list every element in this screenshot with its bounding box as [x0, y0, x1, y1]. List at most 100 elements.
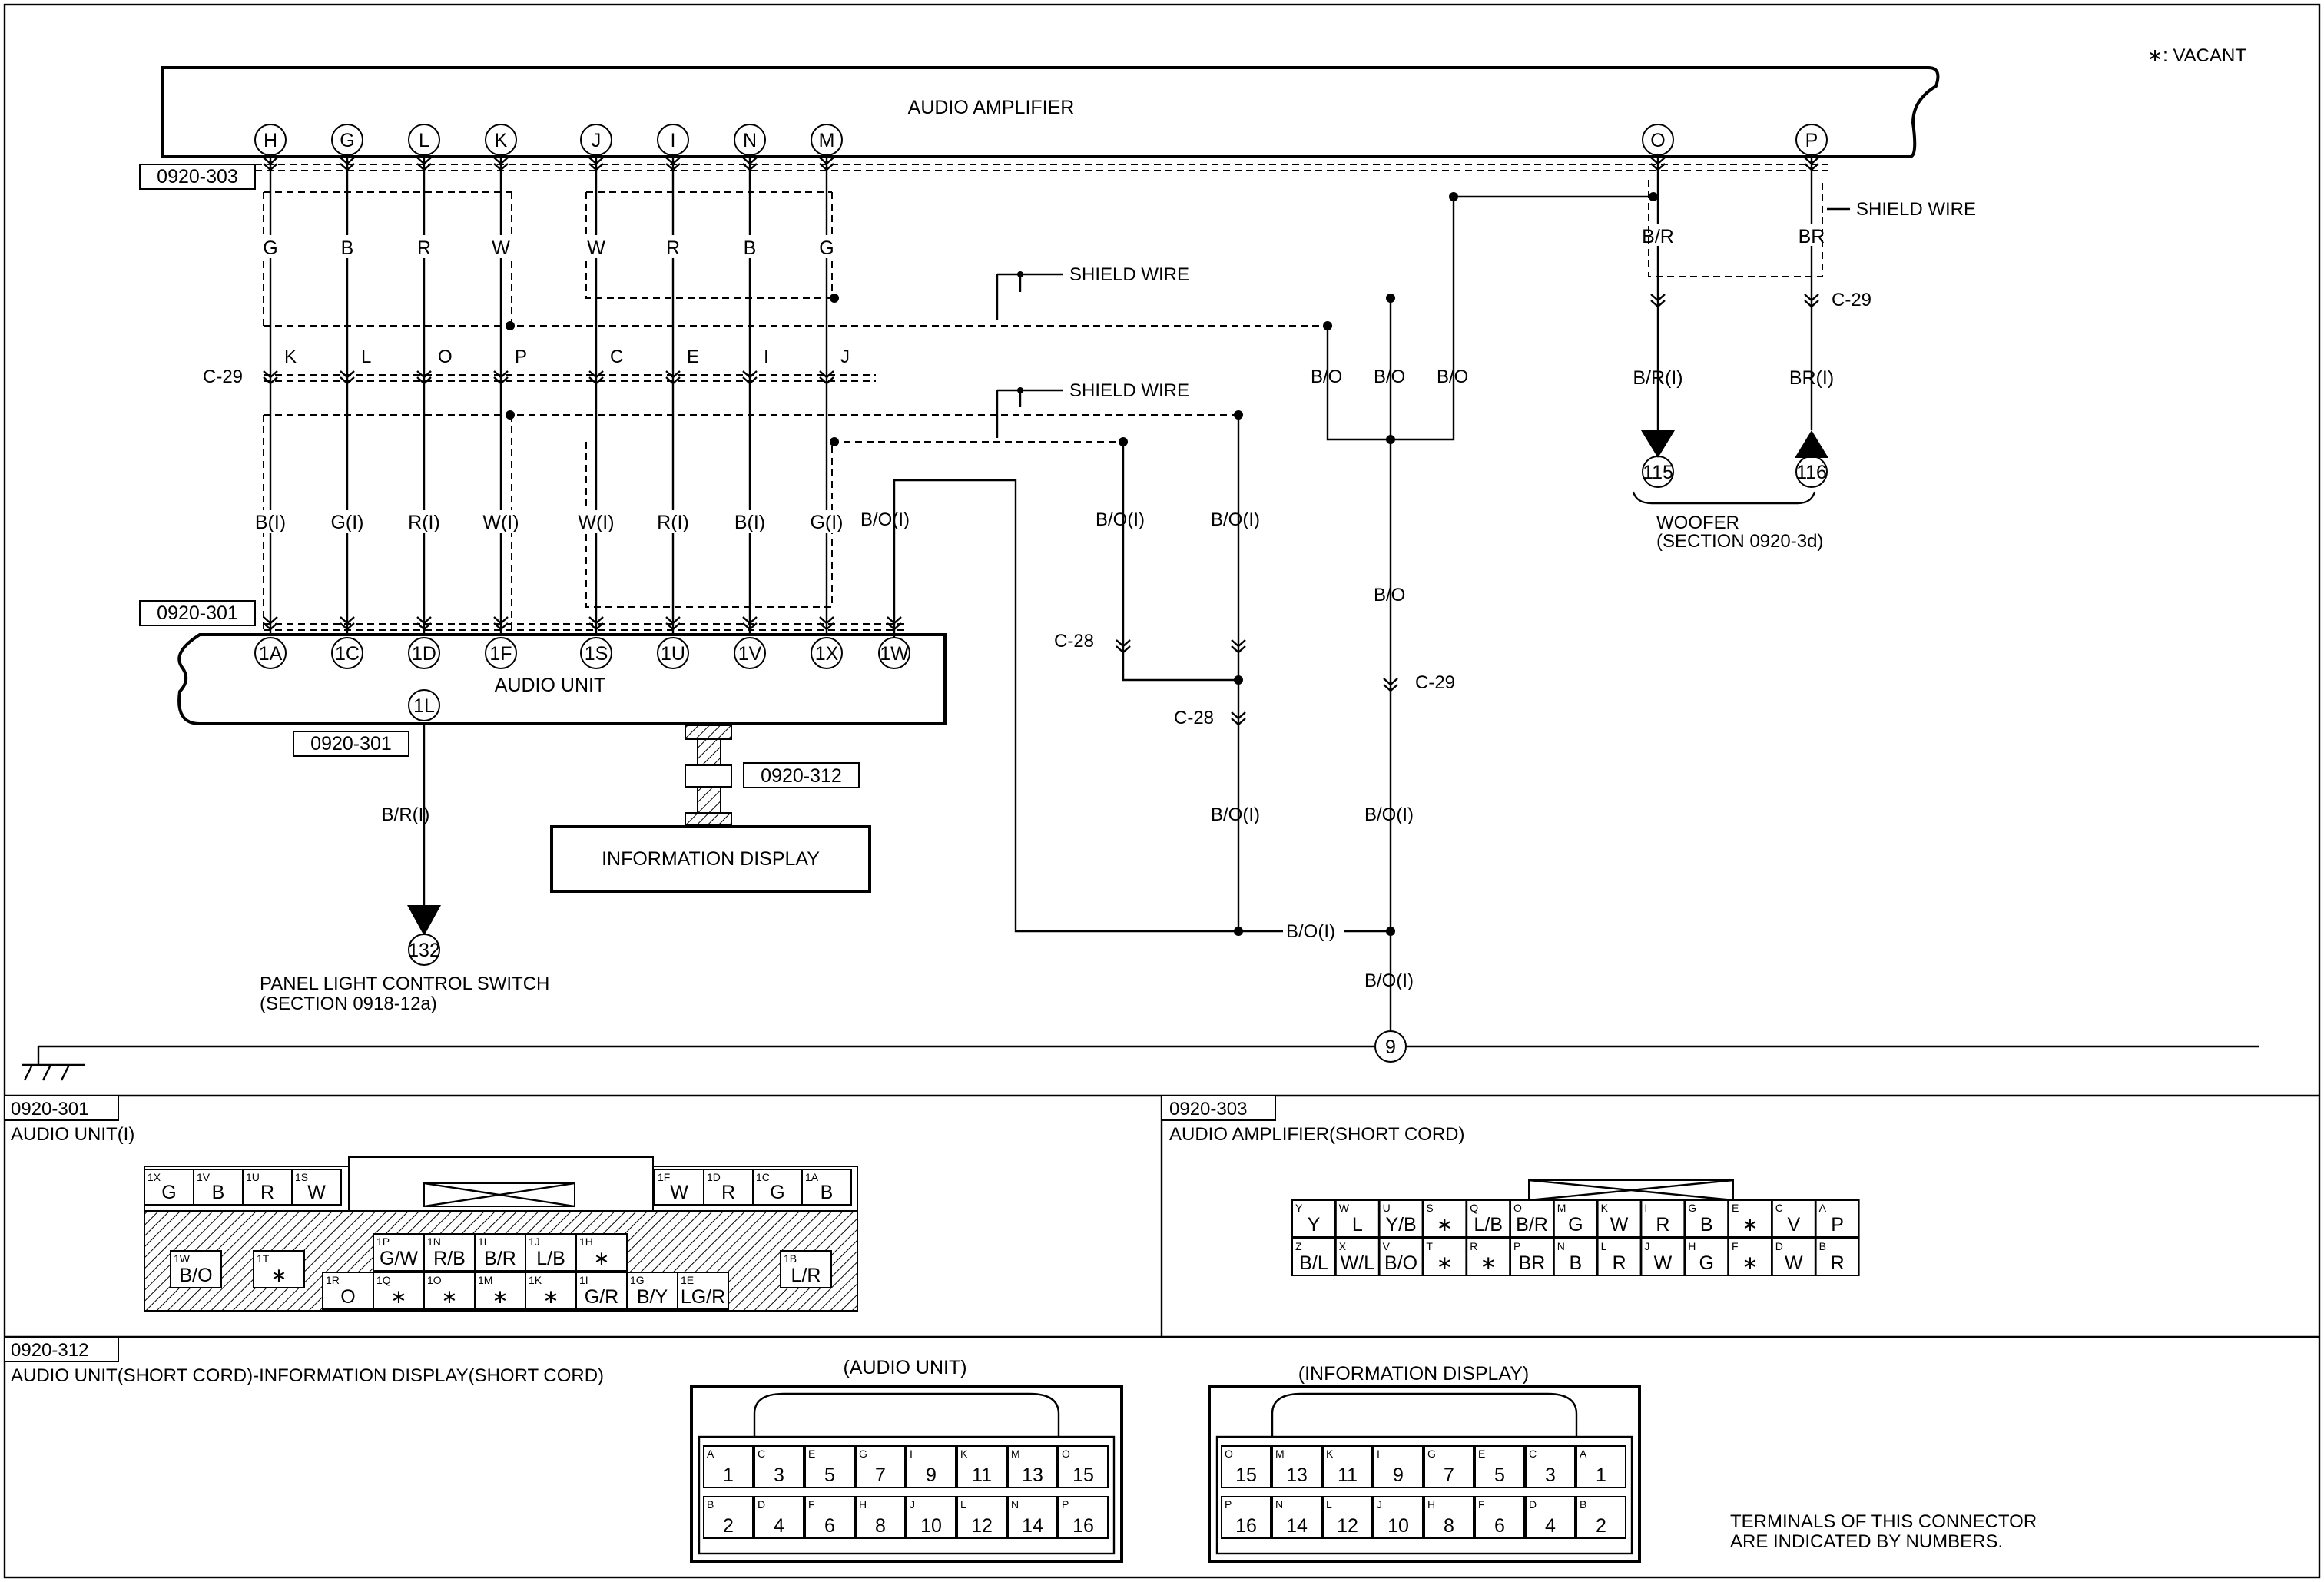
sec303-r1-8-pin: I — [1644, 1202, 1647, 1214]
sec301-tr-0-color: W — [670, 1182, 688, 1203]
sec303-r1-12-pin: A — [1819, 1202, 1827, 1214]
sec301-tl-2-pin: 1U — [246, 1171, 260, 1183]
sec301-mid-4-box — [575, 1233, 628, 1272]
sec303-r2-6-pin: N — [1557, 1240, 1565, 1252]
display-plug-neck — [697, 738, 721, 766]
sec303-r2-9-pin: H — [1688, 1240, 1696, 1252]
sec303-r2-8-color: W — [1654, 1252, 1673, 1274]
amp-right-terminal-label-0: O — [1650, 130, 1665, 151]
unit-chevron-4 — [588, 616, 604, 631]
woofer-bracket — [1632, 491, 1816, 505]
sec312-left-r2-2-pin: F — [808, 1498, 815, 1511]
sec303-r2-12-box — [1815, 1238, 1860, 1276]
connector-0920-301-tag — [139, 600, 256, 626]
sec301-bot-0-color: O — [340, 1286, 355, 1308]
sec312-right-r2-2-box — [1322, 1496, 1373, 1539]
terminal-1l-label: 1L — [413, 695, 435, 717]
sec312-left-r1-0-pin: A — [707, 1448, 714, 1460]
sec301-bot-6-pin: 1G — [630, 1274, 645, 1286]
amp-terminal-2 — [408, 124, 440, 156]
sec312-left-r2-4-color: 10 — [920, 1515, 942, 1537]
sec303-r1-12-box — [1815, 1199, 1860, 1238]
top-color-bg-0 — [258, 235, 283, 258]
sec312-right-r2-1-color: 14 — [1286, 1515, 1308, 1537]
amp-terminal-7 — [811, 124, 843, 156]
woofer-c29-chevron-0 — [1650, 294, 1666, 308]
sec303-r1-10-color: ∗ — [1742, 1214, 1759, 1235]
amp-terminal-0 — [254, 124, 287, 156]
woofer-arrow-down — [1641, 430, 1675, 458]
c28-label-1: C-28 — [1054, 631, 1094, 652]
signal-wires: HGKB(I)1AGBLG(I)1CLROR(I)1DKWPW(I)1FJWCW… — [203, 124, 1871, 1031]
sec312-left-r2-7-pin: P — [1062, 1498, 1069, 1511]
sec303-r1-11-pin: C — [1775, 1202, 1783, 1214]
sec301-title: AUDIO UNIT(I) — [11, 1124, 134, 1145]
sec303-r2-10-box — [1728, 1238, 1772, 1276]
sec303-r2-9-color: G — [1699, 1252, 1713, 1274]
sec303-r1-2-pin: U — [1383, 1202, 1391, 1214]
sec312-right-r1-3-color: 9 — [1393, 1464, 1404, 1486]
sec312-right-r1-1-color: 13 — [1286, 1464, 1308, 1486]
amp-chevron-5 — [665, 157, 681, 171]
sec312-right-r2-3-color: 10 — [1387, 1515, 1409, 1537]
sec303-r1-3-color: ∗ — [1437, 1214, 1453, 1235]
display-plug-mid — [685, 764, 732, 788]
unit-terminal-2 — [408, 637, 440, 669]
ground-hatch-1 — [23, 1064, 34, 1081]
sec312-right-r2-4-color: 8 — [1444, 1515, 1454, 1537]
sec312-right-r2-5-box — [1474, 1496, 1525, 1539]
sec301-right-color: L/R — [791, 1265, 821, 1286]
sec303-r1-5-pin: O — [1513, 1202, 1522, 1214]
wire-1w-color: B/O(I) — [860, 509, 910, 530]
low-color-bg-7 — [805, 510, 848, 533]
sec312-left-r2-4-box — [906, 1496, 956, 1539]
short-cord-connector-faces: A1C3E5G7I9K11M13O15B2D4F6H8J10L12N14P16O… — [690, 1385, 1641, 1563]
sec312-left-r1-7-pin: O — [1062, 1448, 1070, 1460]
woofer-ref-0: 115 — [1643, 462, 1673, 483]
sec312-left-r1-0-color: 1 — [723, 1464, 734, 1486]
sec312-right-r2-4-pin: H — [1427, 1498, 1435, 1511]
sec312-right-r2-0-color: 16 — [1235, 1515, 1257, 1537]
sec301-tr-3-box — [801, 1169, 852, 1206]
sec303-r1-3-pin: S — [1426, 1202, 1433, 1214]
audio-amplifier-label: AUDIO AMPLIFIER — [908, 97, 1075, 118]
sec301-tr-2-box — [752, 1169, 803, 1206]
sec303-r1-12-color: P — [1831, 1214, 1844, 1235]
sec301-bot-5-box — [575, 1272, 628, 1310]
sec312-code-box — [4, 1336, 119, 1362]
sec301-bot-6-box — [626, 1272, 678, 1310]
sec312-left-r2-7-box — [1058, 1496, 1109, 1539]
sec312-left-r1-2-color: 5 — [824, 1464, 835, 1486]
shield-wire-1: SHIELD WIRE — [996, 264, 1189, 320]
audio-unit-label: AUDIO UNIT — [495, 675, 605, 696]
low-color-bg-4 — [575, 510, 618, 533]
drain-a-color: B/O(I) — [1096, 509, 1145, 530]
low-color-0: B(I) — [255, 512, 286, 533]
c29-chevron-5 — [665, 370, 681, 385]
sec303-r2-6-box — [1553, 1238, 1598, 1276]
unit-terminal-7 — [811, 637, 843, 669]
connector-0920-301-lower-tag — [293, 731, 409, 757]
sec312-left-r2-5-pin: L — [960, 1498, 966, 1511]
sec301-bot-4-pin: 1K — [529, 1274, 542, 1286]
sec312-right-r2-4-box — [1424, 1496, 1474, 1539]
c28-label-2: C-28 — [1174, 708, 1214, 728]
sec301-mid-4-color: ∗ — [594, 1248, 610, 1269]
sec303-r1-11-box — [1771, 1199, 1816, 1238]
sec301-left-box — [170, 1250, 222, 1288]
sec312-title: AUDIO UNIT(SHORT CORD)-INFORMATION DISPL… — [11, 1365, 604, 1386]
c29-left-label: C-29 — [203, 366, 243, 387]
c29-pin-2: O — [438, 347, 453, 367]
amp-chevron-4 — [588, 157, 604, 171]
bo-node-6 — [1649, 192, 1658, 201]
top-color-6: B — [744, 237, 757, 259]
sec301-tr-2-color: G — [770, 1182, 784, 1203]
sec312-right-r1-6-box — [1525, 1445, 1576, 1488]
sec312-right-r1-7-box — [1576, 1445, 1626, 1488]
low-color-7: G(I) — [810, 512, 843, 533]
c29-chevron-6 — [742, 370, 758, 385]
panel-switch-label: PANEL LIGHT CONTROL SWITCH — [260, 973, 549, 994]
bo-node-5 — [1386, 927, 1395, 936]
woofer-top-color-1: BR — [1799, 226, 1825, 247]
amp-terminal-label-5: I — [671, 130, 676, 151]
